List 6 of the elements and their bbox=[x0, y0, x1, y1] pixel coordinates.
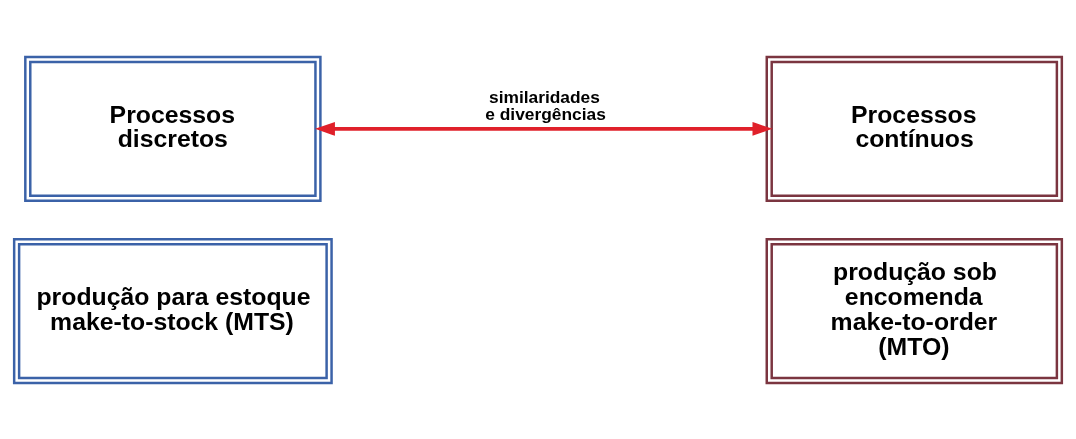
arrow bbox=[315, 121, 773, 136]
node-box: produção para estoque make-to-stock (MTS) bbox=[12, 237, 333, 384]
edge-label: similaridades e divergências bbox=[485, 86, 606, 124]
node-box: Processos discretos bbox=[24, 55, 322, 202]
node-box: produção sob encomenda make-to-order (MTO) bbox=[765, 237, 1064, 384]
node-box: Processos contínuos bbox=[765, 55, 1064, 202]
